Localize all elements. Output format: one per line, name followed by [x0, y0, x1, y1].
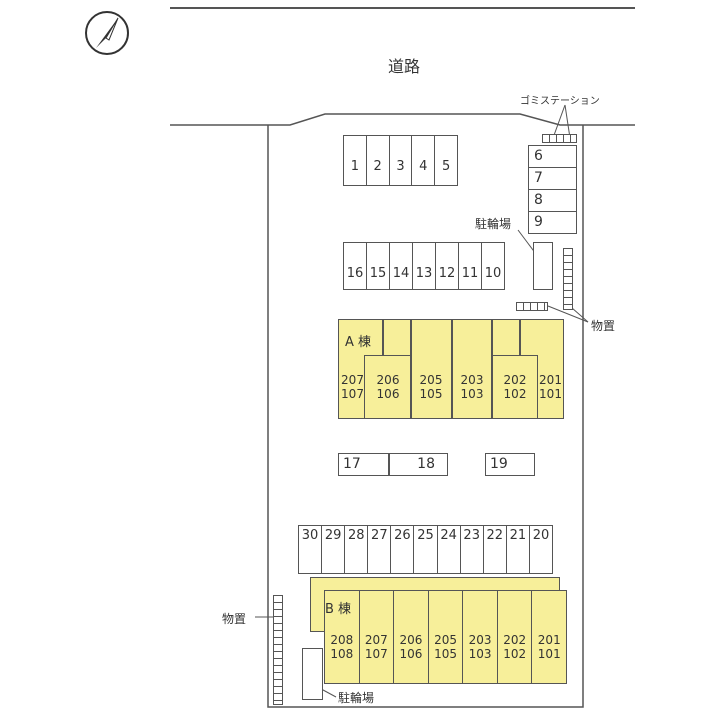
parking-space-17: 17: [343, 456, 361, 472]
parking-space: 26: [391, 526, 415, 573]
storage-label-right: 物置: [591, 319, 616, 333]
building-b-label: B 棟: [325, 602, 352, 617]
building-a-label: A 棟: [345, 335, 372, 350]
parking-space: 27: [368, 526, 392, 573]
parking-space: 9: [534, 214, 543, 230]
garbage-station: [542, 134, 577, 143]
storage-vertical-right: [563, 248, 573, 310]
bicycle-parking-label-top: 駐輪場: [475, 217, 512, 231]
north-arrow-icon: [84, 10, 130, 56]
parking-space: 28: [345, 526, 369, 573]
road-edge-top: [170, 7, 635, 9]
parking-17-18: 17 18: [338, 453, 448, 476]
parking-space: 8: [529, 190, 576, 212]
storage-vertical-left: [273, 595, 283, 705]
bicycle-parking-top: [533, 242, 553, 290]
storage-label-left: 物置: [222, 612, 247, 626]
parking-space: 6: [529, 146, 576, 168]
parking-space: 11: [459, 243, 482, 289]
parking-space: 20: [532, 528, 550, 543]
parking-space: 12: [436, 243, 459, 289]
parking-space: 16: [344, 243, 367, 289]
parking-space: 22: [484, 526, 507, 573]
parking-space-18: 18: [417, 456, 435, 472]
bicycle-parking-label-bottom: 駐輪場: [338, 691, 375, 705]
parking-space: 29: [322, 526, 346, 573]
parking-space: 14: [390, 243, 413, 289]
parking-space: 24: [438, 526, 461, 573]
parking-space: 21: [507, 526, 530, 573]
parking-space: 25: [414, 526, 438, 573]
parking-space-19: 19: [485, 453, 535, 476]
bicycle-parking-bottom: [302, 648, 323, 700]
parking-space: 13: [413, 243, 436, 289]
garbage-station-label: ゴミステーション: [520, 96, 600, 107]
building-a-recess-right: [491, 355, 538, 419]
road-label: 道路: [388, 57, 421, 76]
parking-space: 1: [344, 136, 367, 185]
parking-space: 10: [484, 266, 502, 281]
parking-space: 3: [390, 136, 413, 185]
storage-horizontal: [516, 302, 548, 311]
parking-space: 4: [412, 136, 436, 185]
parking-space: 30: [299, 526, 323, 573]
parking-space: 2: [367, 136, 390, 185]
parking-space: 15: [367, 243, 390, 289]
parking-space: 23: [461, 526, 484, 573]
parking-space: 5: [441, 159, 451, 174]
parking-space: 7: [529, 168, 576, 190]
